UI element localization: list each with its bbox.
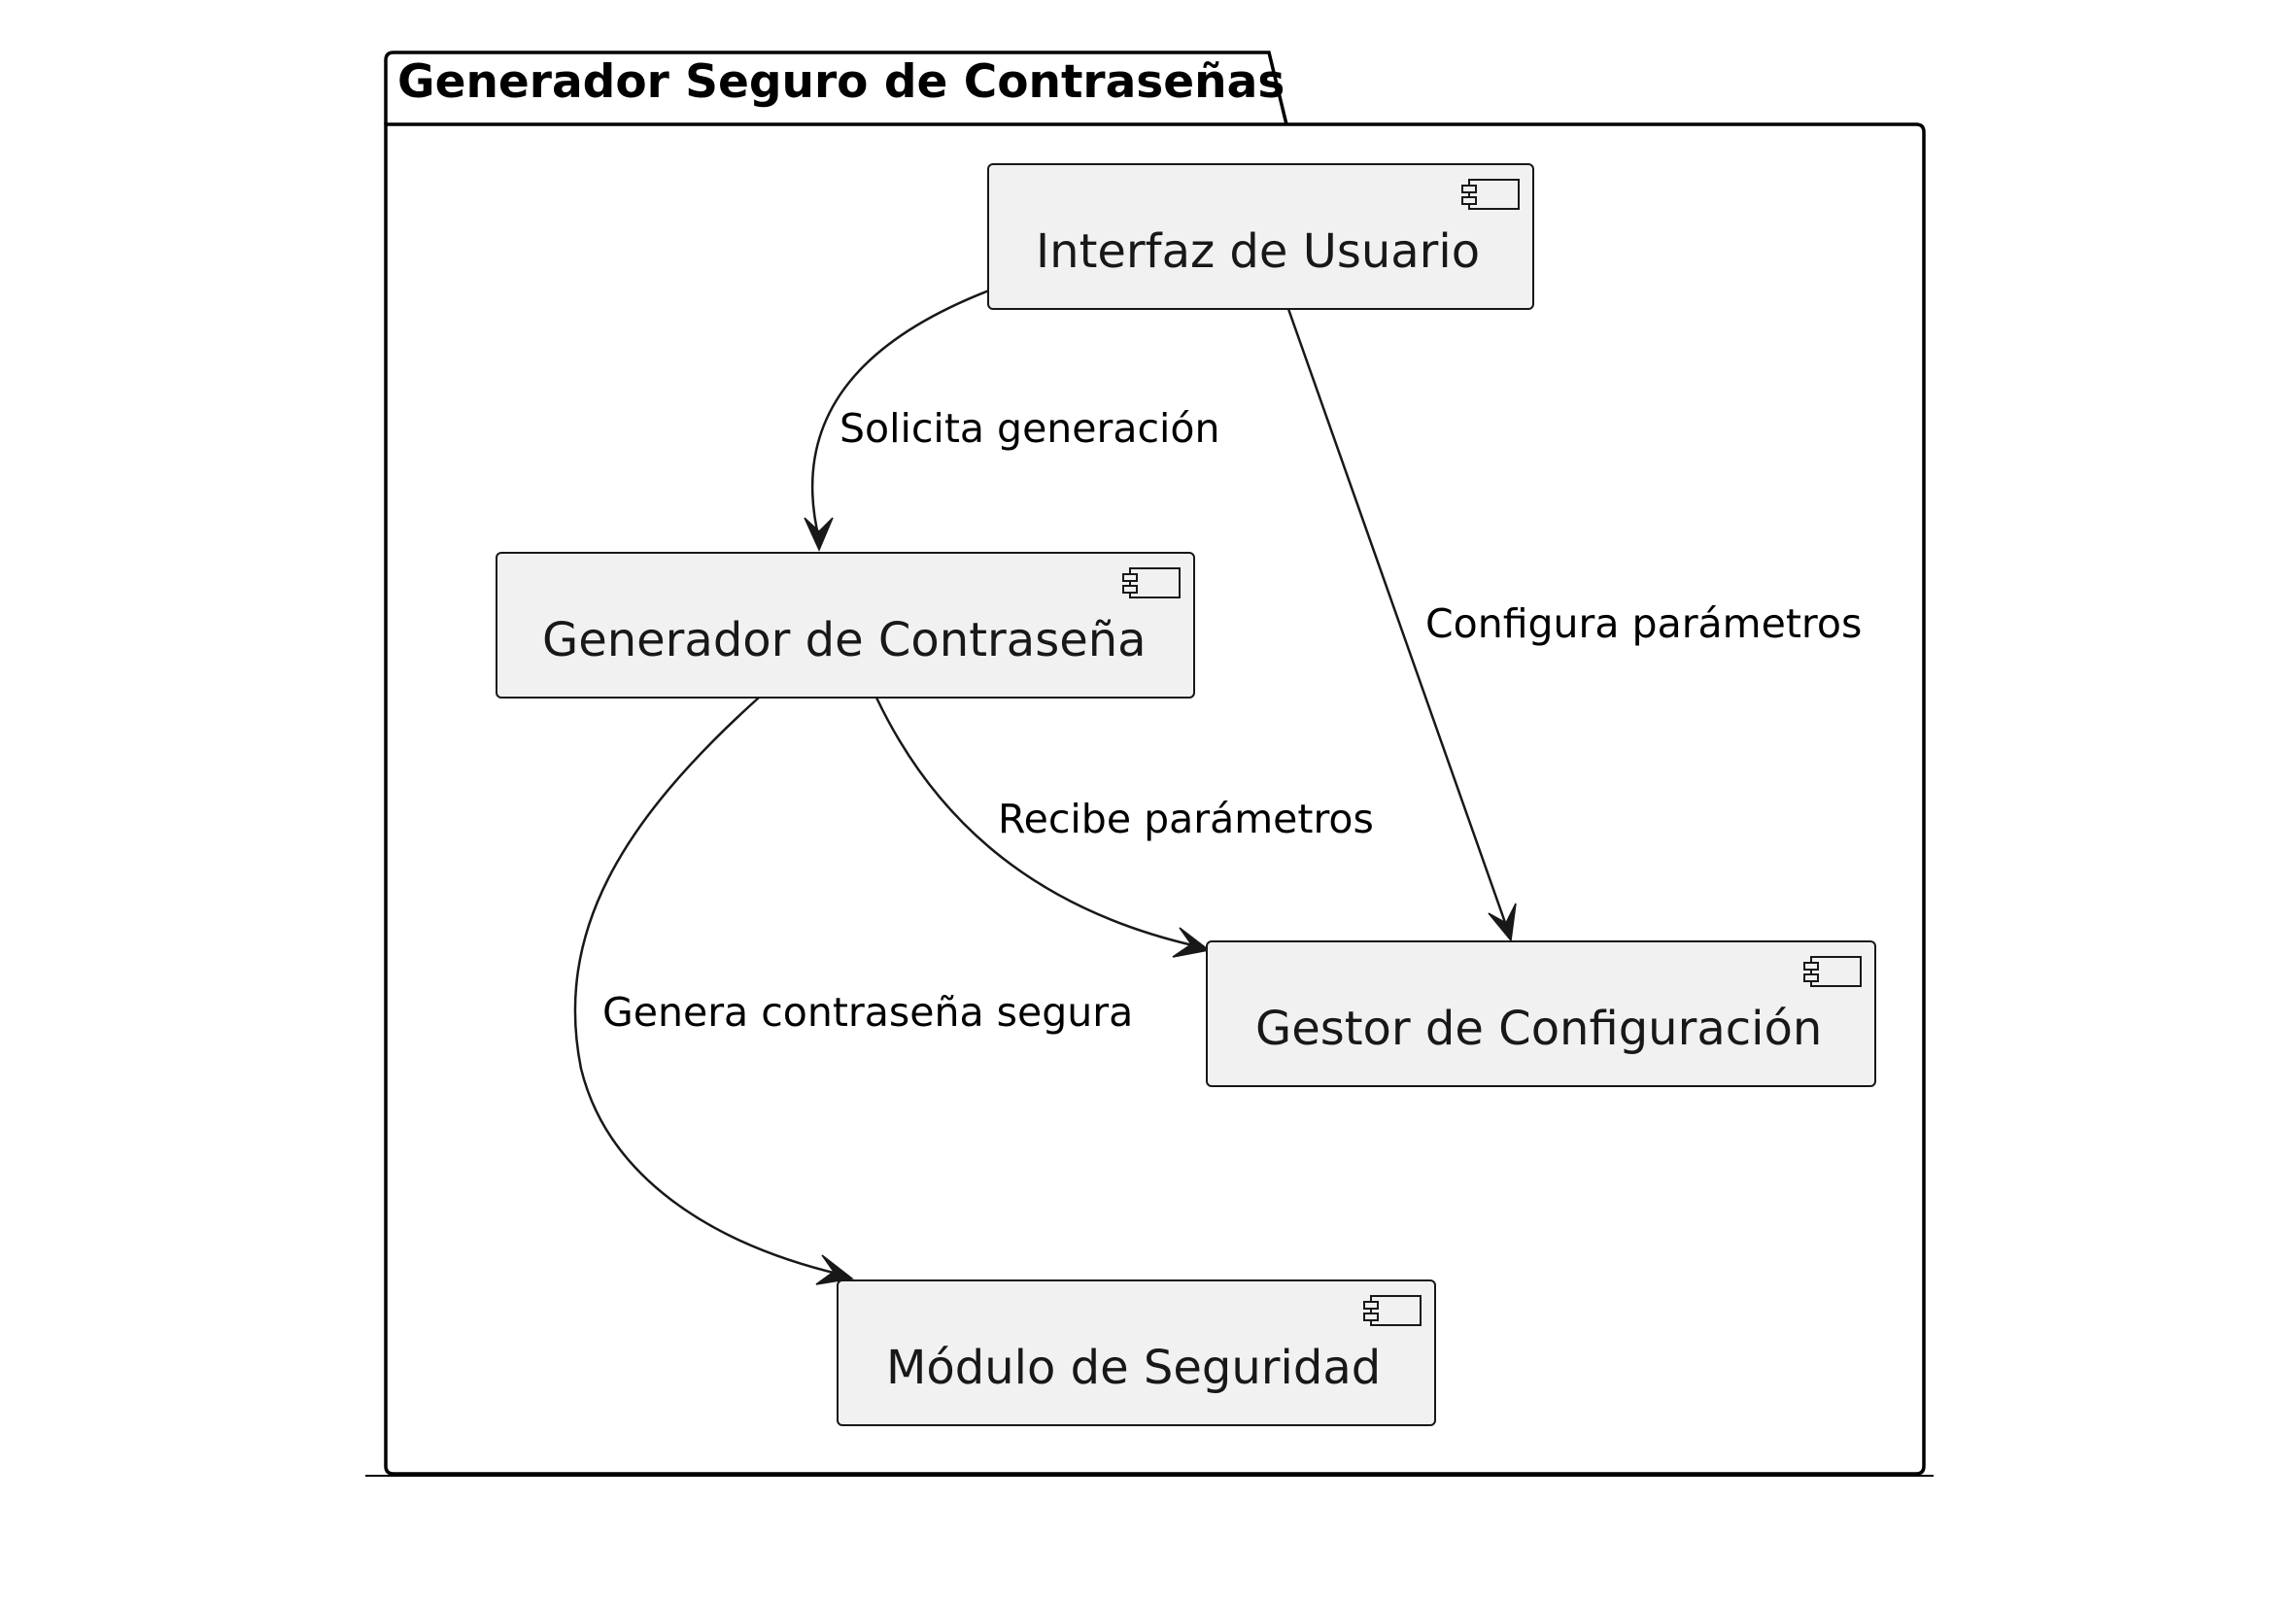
arrow-head-icon	[815, 1254, 854, 1285]
edge-line	[573, 697, 842, 1277]
edge-line	[874, 697, 1198, 948]
components: Interfaz de Usuario Generador de Contras…	[496, 163, 1876, 1426]
edges: Solicita generación Configura parámetros…	[573, 289, 1862, 1285]
component-modulo-de-seguridad[interactable]: Módulo de Seguridad	[837, 1279, 1436, 1426]
component-box	[837, 1279, 1436, 1426]
edge-label: Solicita generación	[840, 405, 1220, 452]
component-icon	[1803, 956, 1862, 987]
component-box	[1206, 940, 1876, 1087]
component-label: Gestor de Configuración	[1255, 1002, 1822, 1056]
component-gestor-de-configuracion[interactable]: Gestor de Configuración	[1206, 940, 1876, 1087]
component-label: Módulo de Seguridad	[886, 1341, 1381, 1395]
component-label: Generador de Contraseña	[542, 613, 1147, 667]
package-tab	[384, 51, 1288, 125]
edge-label: Recibe parámetros	[998, 796, 1374, 842]
component-box	[496, 552, 1195, 699]
edge-label: Genera contraseña segura	[602, 989, 1133, 1036]
edge-line	[810, 289, 990, 540]
arrow-head-icon	[1172, 927, 1211, 958]
package-frame	[384, 122, 1926, 1476]
edge-label: Configura parámetros	[1425, 600, 1862, 647]
component-icon	[1122, 567, 1181, 598]
component-icon	[1363, 1295, 1422, 1326]
component-interfaz-de-usuario[interactable]: Interfaz de Usuario	[987, 163, 1534, 310]
component-generador-de-contrasena[interactable]: Generador de Contraseña	[496, 552, 1195, 699]
arrow-head-icon	[804, 517, 834, 552]
component-box	[987, 163, 1534, 310]
package: Generador Seguro de Contraseñas	[365, 51, 1934, 1477]
component-label: Interfaz de Usuario	[1036, 224, 1480, 279]
edge-ui-to-config: Configura parámetros	[1286, 308, 1862, 942]
arrow-head-icon	[1488, 903, 1517, 942]
edge-generator-to-config: Recibe parámetros	[874, 697, 1374, 958]
edge-line	[1286, 308, 1510, 932]
package-title: Generador Seguro de Contraseñas	[397, 55, 1285, 109]
edge-generator-to-security: Genera contraseña segura	[573, 697, 1133, 1285]
edge-ui-to-generator: Solicita generación	[804, 289, 1220, 552]
component-icon	[1461, 179, 1520, 210]
